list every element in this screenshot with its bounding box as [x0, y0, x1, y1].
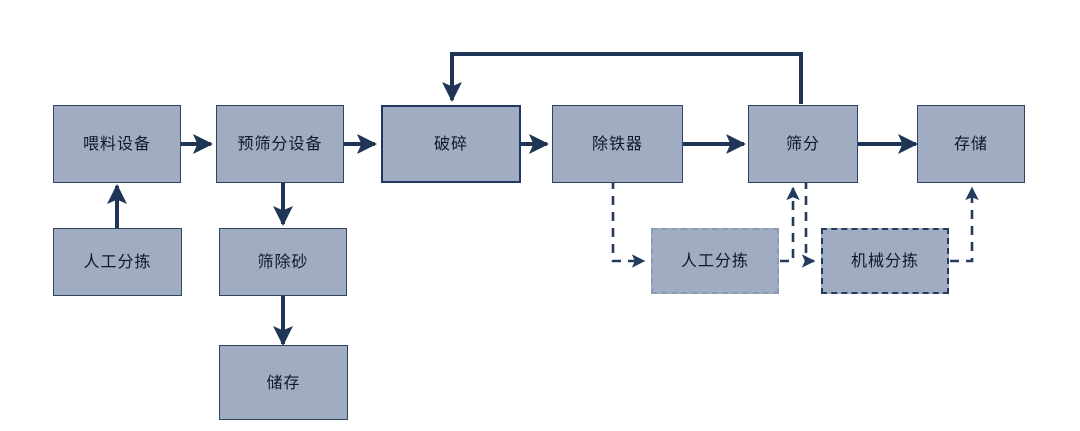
node-iron-remover[interactable]: 除铁器	[552, 105, 683, 183]
node-feeder-label: 喂料设备	[82, 134, 151, 153]
node-crusher-label: 破碎	[433, 134, 468, 153]
node-iron-remover-label: 除铁器	[591, 134, 643, 153]
edge-screening-to-mechsort	[801, 180, 816, 268]
node-crusher[interactable]: 破碎	[381, 105, 521, 183]
node-storage-bottom-label: 储存	[266, 372, 301, 392]
edge-mechsort-to-storage	[950, 186, 979, 263]
node-manual-sort-right-label: 人工分拣	[680, 251, 749, 270]
node-screening[interactable]: 筛分	[748, 105, 858, 183]
edge-manualsortright-to-screening	[780, 186, 800, 263]
node-pre-screen-label: 预筛分设备	[237, 134, 323, 153]
node-storage-bottom[interactable]: 储存	[219, 345, 348, 420]
node-sand-removal-label: 筛除砂	[257, 252, 309, 271]
node-pre-screen[interactable]: 预筛分设备	[216, 105, 344, 183]
node-mech-sort[interactable]: 机械分拣	[821, 228, 949, 294]
node-feeder[interactable]: 喂料设备	[53, 105, 181, 183]
edge-ironremover-to-manualsortright	[611, 180, 646, 268]
node-manual-sort-left-label: 人工分拣	[83, 252, 152, 271]
edge-screening-feedback-to-crusher	[442, 52, 803, 104]
node-sand-removal[interactable]: 筛除砂	[219, 228, 347, 296]
node-manual-sort-right[interactable]: 人工分拣	[651, 228, 779, 294]
node-storage-main-label: 存储	[953, 134, 988, 153]
node-screening-label: 筛分	[785, 134, 820, 153]
node-storage-main[interactable]: 存储	[917, 105, 1025, 183]
node-manual-sort-left[interactable]: 人工分拣	[53, 228, 182, 296]
node-mech-sort-label: 机械分拣	[850, 251, 919, 270]
